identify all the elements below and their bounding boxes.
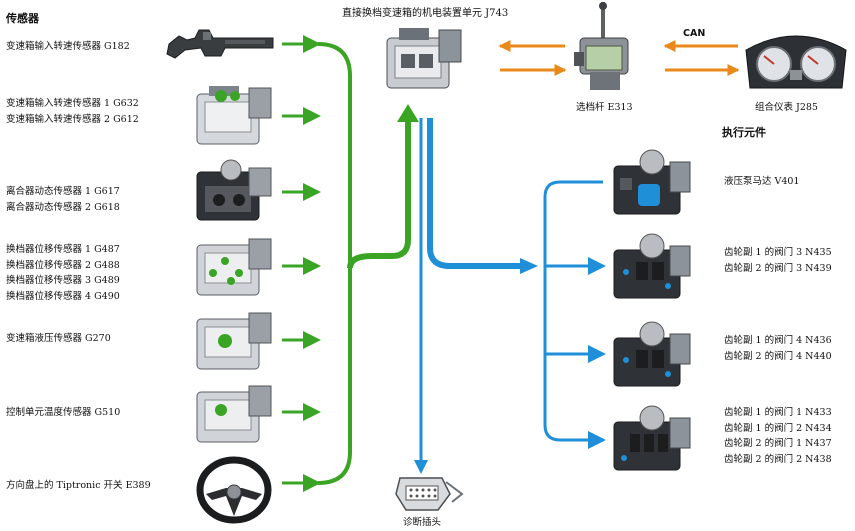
input-bus-connector bbox=[347, 120, 411, 269]
valve-module-icon bbox=[613, 233, 691, 299]
actuator-label: 齿轮副 1 的阀门 4 N436 齿轮副 2 的阀门 4 N440 bbox=[724, 335, 832, 362]
sensor-label: 变速箱输入转速传感器 1 G632 变速箱输入转速传感器 2 G612 bbox=[6, 98, 139, 125]
sensor-label: 换档器位移传感器 1 G487 换档器位移传感器 2 G488 换档器位移传感器… bbox=[6, 244, 120, 302]
input-bus bbox=[317, 42, 352, 485]
output-bus-arrowhead bbox=[520, 258, 538, 274]
diagnostic-arrowhead bbox=[414, 460, 428, 474]
valve-module-icon bbox=[613, 405, 691, 471]
mechatronic-module-icon bbox=[196, 238, 272, 296]
control-unit-icon bbox=[386, 28, 462, 89]
selector-lever-icon bbox=[574, 2, 629, 90]
diagnostic-connector-icon bbox=[395, 477, 464, 511]
instrument-cluster-icon bbox=[745, 35, 847, 89]
control-unit-label: 直接换档变速箱的机电装置单元 J743 bbox=[342, 8, 509, 19]
speed-sensor-icon bbox=[166, 29, 274, 59]
actuator-label: 齿轮副 1 的阀门 3 N435 齿轮副 2 的阀门 3 N439 bbox=[724, 247, 832, 274]
input-bus-arrowhead bbox=[397, 104, 419, 122]
mechatronic-module-icon bbox=[196, 312, 272, 370]
sensor-label: 控制单元温度传感器 G510 bbox=[6, 407, 121, 418]
output-distribution bbox=[543, 180, 606, 449]
sensor-label: 离合器动态传感器 1 G617 离合器动态传感器 2 G618 bbox=[6, 186, 120, 213]
can-label: CAN bbox=[683, 28, 706, 39]
mechatronic-module-icon bbox=[196, 86, 272, 145]
actuator-label: 齿轮副 1 的阀门 1 N433 齿轮副 1 的阀门 2 N434 齿轮副 2 … bbox=[724, 407, 832, 465]
valve-module-icon bbox=[613, 321, 691, 387]
sensor-label: 变速箱液压传感器 G270 bbox=[6, 333, 111, 344]
actuator-label: 液压泵马达 V401 bbox=[724, 176, 800, 187]
diagnostic-label: 诊断插头 bbox=[403, 517, 442, 528]
selector-label: 选档杆 E313 bbox=[576, 102, 633, 113]
steering-wheel-icon bbox=[196, 456, 272, 524]
sensor-label: 方向盘上的 Tiptronic 开关 E389 bbox=[6, 480, 151, 491]
output-bus bbox=[427, 118, 520, 269]
cluster-label: 组合仪表 J285 bbox=[755, 102, 818, 113]
mechatronic-module-icon bbox=[196, 159, 272, 221]
sensor-label: 变速箱输入转速传感器 G182 bbox=[6, 41, 130, 52]
sensors-header: 传感器 bbox=[6, 12, 39, 25]
mechatronic-module-icon bbox=[196, 385, 272, 443]
actuators-header: 执行元件 bbox=[722, 126, 766, 139]
pump-module-icon bbox=[613, 149, 691, 215]
